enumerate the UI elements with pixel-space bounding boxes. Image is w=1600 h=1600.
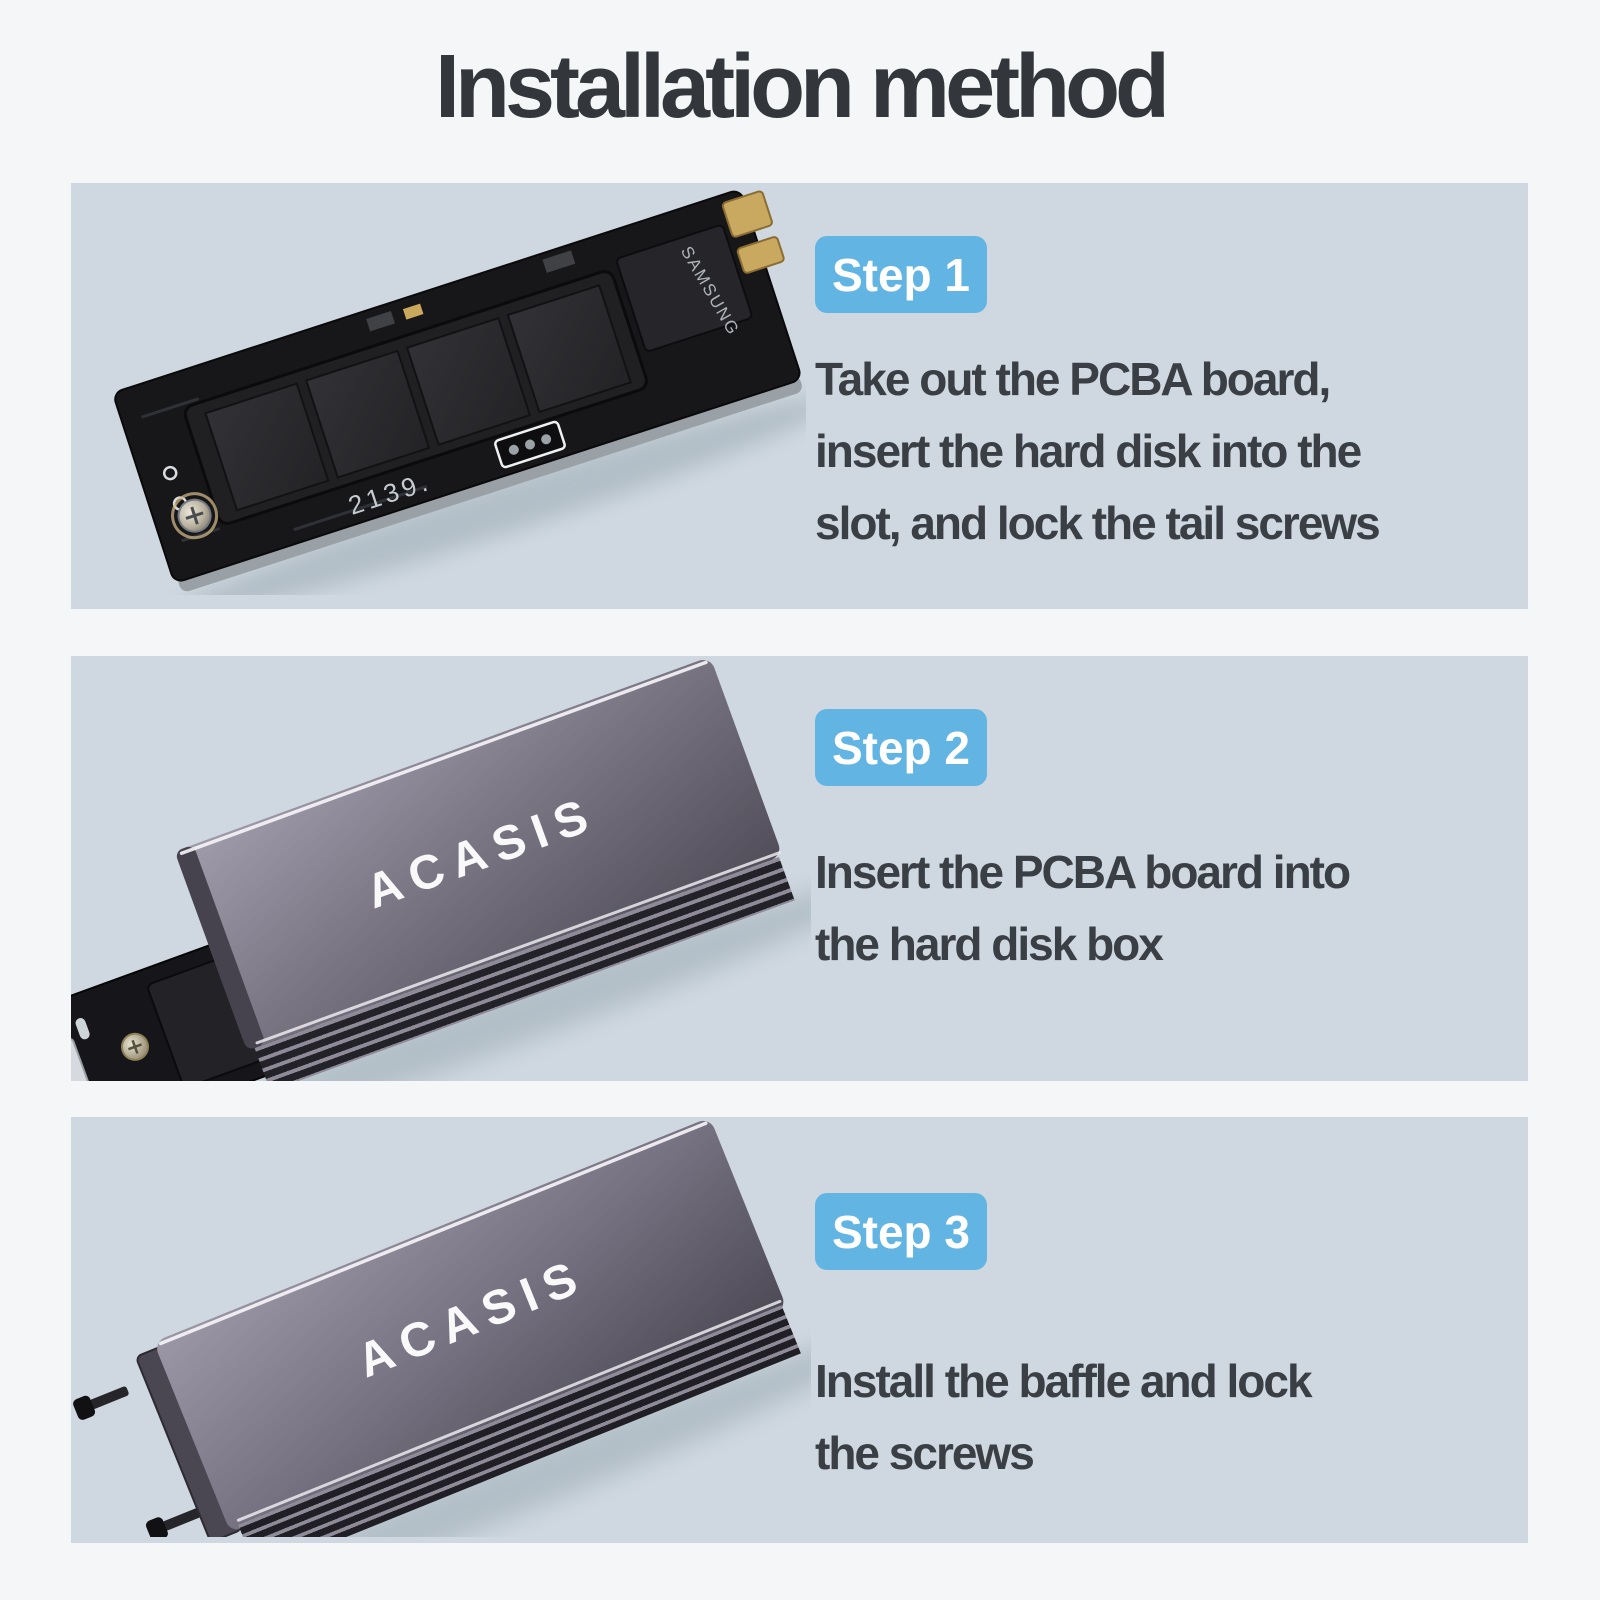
enclosure-closed-illustration: ACASIS	[73, 1120, 811, 1537]
screw-shaft	[162, 1508, 202, 1531]
lower-edge-highlight	[236, 1299, 782, 1522]
gold-connector-lower	[736, 236, 785, 274]
enclosure-open-rim	[176, 846, 264, 1049]
screw-head	[145, 1517, 168, 1537]
pcba-board-illustration: SAMSUNG 2139.	[114, 190, 806, 595]
enclosure-shadow	[152, 1331, 811, 1537]
solder-pad-1	[75, 1018, 90, 1040]
top-edge-highlight	[179, 660, 708, 855]
ssd-controller-chip	[616, 224, 753, 352]
step-1-line-3: slot, and lock the tail screws	[815, 497, 1381, 549]
step-1-photo-pcba-board: SAMSUNG 2139.	[114, 190, 806, 595]
step-1-line-1: Take out the PCBA board,	[815, 353, 1331, 405]
page-title: Installation method	[434, 37, 1170, 137]
usb-c-port	[71, 1037, 95, 1081]
smd-component-3	[542, 250, 576, 273]
step-2-description: Insert the PCBA board into the hard disk…	[815, 836, 1528, 980]
step-3-badge: Step 3	[815, 1193, 987, 1270]
screw-washer	[171, 492, 219, 540]
heatsink-fins	[238, 1305, 801, 1537]
lower-edge-highlight	[255, 851, 781, 1045]
nand-chip-2	[305, 349, 431, 479]
header-pin-1	[508, 444, 519, 455]
top-edge-highlight	[158, 1121, 708, 1346]
step-1-description: Take out the PCBA board, insert the hard…	[815, 343, 1528, 559]
silkscreen-ring-1	[162, 465, 178, 481]
step-1-panel: SAMSUNG 2139. Step 1	[71, 183, 1528, 609]
tail-screw-top	[73, 1386, 129, 1420]
step-3-photo-enclosure-closed: ACASIS	[73, 1120, 811, 1537]
step-2-line-1: Insert the PCBA board into	[815, 846, 1351, 898]
smd-component-1	[366, 310, 395, 332]
tail-screw-bottom	[145, 1508, 202, 1537]
step-1-badge: Step 1	[815, 236, 987, 313]
step-3-description: Install the baffle and lock the screws	[815, 1345, 1528, 1489]
step-3-line-2: the screws	[815, 1427, 1035, 1479]
nand-chip-3	[405, 316, 532, 447]
step-3-panel: ACASIS Step 3 Install the baffle and loc…	[71, 1117, 1528, 1543]
screw-slot	[127, 1039, 143, 1054]
screw-head	[73, 1395, 96, 1420]
heatsink-fins	[254, 857, 795, 1081]
gold-connector-upper	[721, 190, 773, 238]
screw-shaft	[89, 1386, 129, 1409]
header-pin-2	[524, 439, 535, 450]
step-3-line-1: Install the baffle and lock	[815, 1355, 1313, 1407]
step-2-photo-enclosure-open: ACASIS	[71, 659, 811, 1081]
screw-slot	[185, 506, 204, 525]
step-1-line-2: insert the hard disk into the	[815, 425, 1362, 477]
step-2-line-2: the hard disk box	[815, 918, 1164, 970]
step-2-badge: Step 2	[815, 709, 987, 786]
nand-chip-1	[204, 382, 330, 512]
board-shadow	[168, 396, 806, 595]
header-pin-3	[541, 434, 552, 445]
nand-chip-4	[506, 284, 632, 414]
enclosure-shadow	[135, 878, 811, 1081]
enclosure-open-illustration: ACASIS	[71, 659, 811, 1081]
enclosure-body	[157, 1120, 784, 1530]
smd-component-2	[402, 303, 424, 320]
enclosure-body	[177, 659, 780, 1048]
step-2-panel: ACASIS Step 2 Insert the PCBA board into…	[71, 656, 1528, 1081]
pcb-traces	[141, 397, 428, 543]
